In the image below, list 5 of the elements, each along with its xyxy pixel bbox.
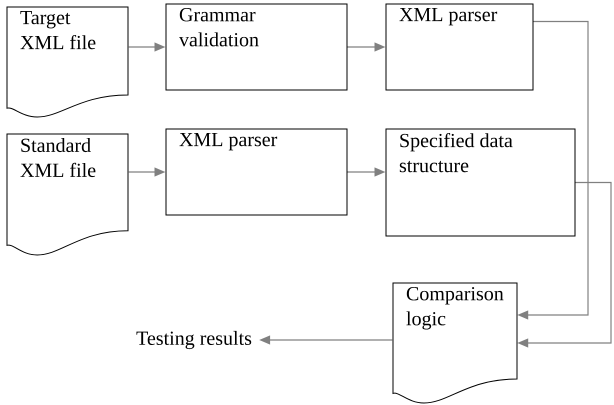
process-box: Specified data structure [386,128,576,236]
process-box: XML parser [166,128,348,216]
output-label: Testing results [136,330,252,350]
process-box: Grammar validation [166,4,348,90]
process-box: XML parser [386,4,534,90]
